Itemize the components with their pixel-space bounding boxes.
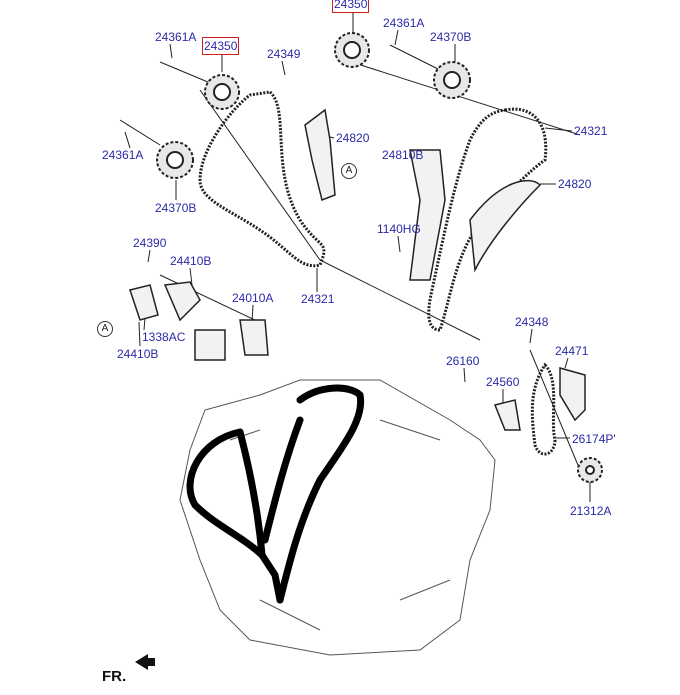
- reference-marker-a: A: [341, 163, 357, 179]
- part-label-24471[interactable]: 24471: [555, 344, 589, 358]
- part-label-24370b[interactable]: 24370B: [155, 201, 197, 215]
- part-label-24350-top[interactable]: 24350: [331, 0, 370, 13]
- part-label-24010a[interactable]: 24010A: [232, 291, 274, 305]
- part-label-24348[interactable]: 24348: [515, 315, 549, 329]
- part-label-24349[interactable]: 24349: [267, 47, 301, 61]
- part-label-26174p[interactable]: 26174P': [572, 432, 616, 446]
- part-label-24361a[interactable]: 24361A: [155, 30, 197, 44]
- part-label-24321[interactable]: 24321: [301, 292, 335, 306]
- part-label-24820[interactable]: 24820: [336, 131, 370, 145]
- part-label-24810b[interactable]: 24810B: [382, 148, 424, 162]
- part-label-24370b[interactable]: 24370B: [430, 30, 472, 44]
- part-label-24560[interactable]: 24560: [486, 375, 520, 389]
- part-label-26160[interactable]: 26160: [446, 354, 480, 368]
- part-label-1338ac[interactable]: 1338AC: [142, 330, 186, 344]
- part-label-24410b[interactable]: 24410B: [117, 347, 159, 361]
- part-label-24410b[interactable]: 24410B: [170, 254, 212, 268]
- reference-marker-a: A: [97, 321, 113, 337]
- part-label-24350[interactable]: 24350: [201, 37, 240, 55]
- part-label-1140hg[interactable]: 1140HG: [377, 222, 421, 236]
- part-label-24321[interactable]: 24321: [574, 124, 608, 138]
- part-label-24820[interactable]: 24820: [558, 177, 592, 191]
- part-label-24390[interactable]: 24390: [133, 236, 167, 250]
- part-label-24361a[interactable]: 24361A: [102, 148, 144, 162]
- part-label-24361a[interactable]: 24361A: [383, 16, 425, 30]
- part-label-21312a[interactable]: 21312A: [570, 504, 612, 518]
- front-direction-label: FR.: [102, 668, 127, 685]
